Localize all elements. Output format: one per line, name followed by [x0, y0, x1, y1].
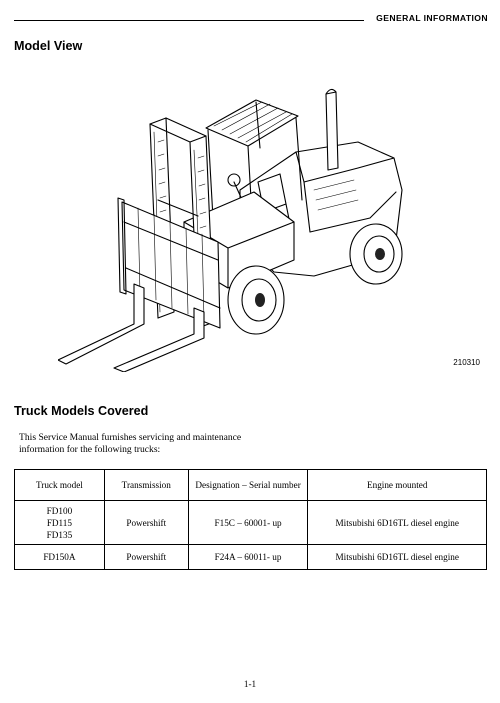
figure-number: 210310 [453, 358, 480, 367]
intro-line: This Service Manual furnishes servicing … [19, 432, 242, 443]
truck-models-table: Truck model Transmission Designation – S… [14, 469, 487, 570]
intro-paragraph: This Service Manual furnishes servicing … [19, 432, 319, 456]
column-header-model: Truck model [14, 469, 105, 501]
forklift-truck-illustration [58, 88, 403, 372]
model-name: FD115 [46, 517, 72, 528]
column-header-transmission: Transmission [103, 469, 189, 501]
header-rule [14, 20, 364, 21]
cell-engine: Mitsubishi 6D16TL diesel engine [307, 500, 487, 545]
section-header: GENERAL INFORMATION [376, 13, 488, 23]
model-name: FD135 [46, 529, 73, 540]
table-row: FD100 FD115 FD135 Powershift F15C – 6000… [14, 500, 487, 545]
cell-model: FD100 FD115 FD135 [14, 500, 105, 545]
column-header-engine: Engine mounted [307, 469, 487, 501]
page-number: 1-1 [243, 679, 257, 689]
cell-transmission: Powershift [103, 500, 189, 545]
column-header-designation: Designation – Serial number [187, 469, 309, 501]
cell-designation: F24A – 60011- up [187, 544, 309, 570]
truck-models-title: Truck Models Covered [14, 404, 149, 418]
cell-transmission: Powershift [103, 544, 189, 570]
table-header-row: Truck model Transmission Designation – S… [14, 469, 487, 501]
model-name: FD100 [46, 505, 73, 516]
cell-model: FD150A [14, 544, 105, 570]
model-name: FD150A [43, 552, 76, 562]
intro-line: information for the following trucks: [19, 444, 161, 455]
cell-designation: F15C – 60001- up [187, 500, 309, 545]
table-row: FD150A Powershift F24A – 60011- up Mitsu… [14, 544, 487, 570]
cell-engine: Mitsubishi 6D16TL diesel engine [307, 544, 487, 570]
model-view-title: Model View [14, 39, 83, 53]
